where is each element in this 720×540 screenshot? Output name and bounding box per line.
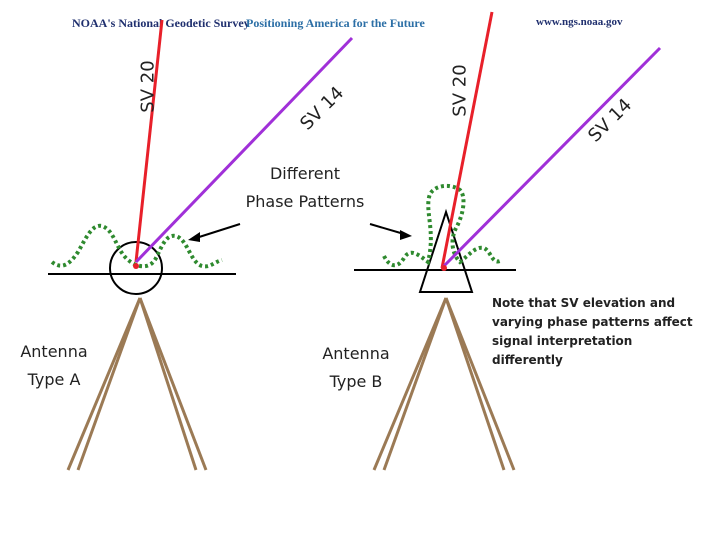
phase-center-b [441, 265, 447, 271]
callout-arrow-a [188, 223, 241, 242]
sv20-ray-a [134, 19, 164, 263]
sv14-ray-b [440, 46, 662, 270]
tripod-b [372, 297, 516, 471]
antenna-b [354, 11, 662, 471]
note-text: Note that SV elevation and varying phase… [492, 296, 693, 367]
phase-center-a [133, 263, 139, 269]
antenna-b-label: Antenna Type B [314, 340, 398, 396]
header-url: www.ngs.noaa.gov [536, 16, 623, 28]
header-tagline: Positioning America for the Future [246, 16, 425, 30]
antenna-a-label: Antenna Type A [12, 338, 96, 394]
phase-pattern-a [50, 223, 223, 269]
sv20-label-b: SV 20 [449, 64, 471, 117]
header-bar: NOAA's National Geodetic Survey Position… [0, 10, 720, 34]
phase-patterns-line1: Different [269, 164, 341, 183]
antenna-b-line1: Antenna [322, 344, 390, 363]
antenna-a-line2: Type A [27, 370, 81, 389]
antenna-a-line1: Antenna [20, 342, 88, 361]
sv14-ray-a [134, 36, 354, 264]
phase-patterns-line2: Phase Patterns [245, 192, 365, 211]
antenna-a-body [109, 241, 163, 295]
tripod-a [66, 297, 208, 471]
antenna-b-line2: Type B [329, 372, 383, 391]
sv20-label-a: SV 20 [137, 60, 159, 113]
phase-pattern-b [382, 183, 504, 268]
phase-patterns-label: Different Phase Patterns [238, 160, 372, 216]
antenna-a [48, 19, 354, 471]
sv20-ray-b [440, 11, 494, 269]
callout-arrow-b [369, 223, 412, 240]
